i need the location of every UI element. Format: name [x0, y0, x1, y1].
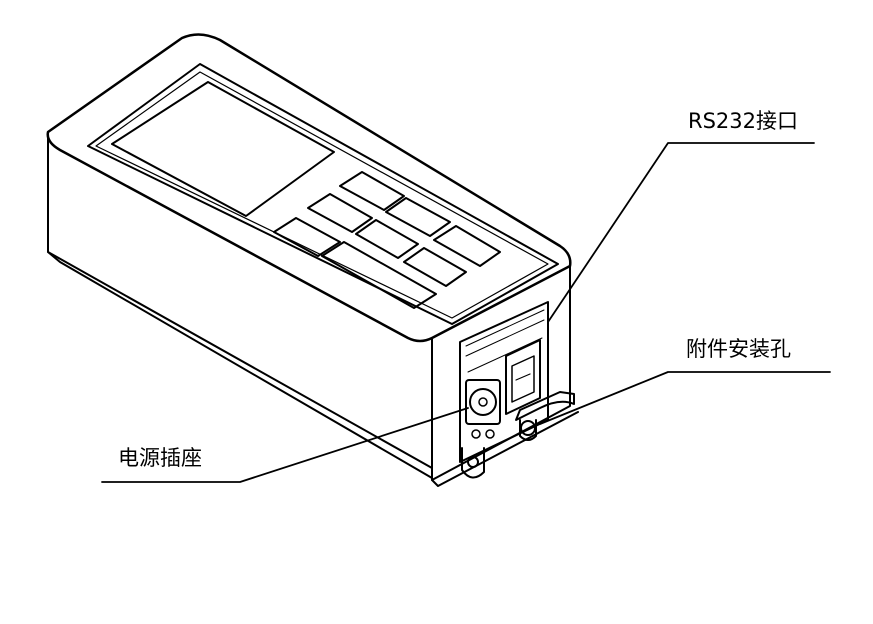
key — [339, 171, 405, 211]
key — [433, 225, 501, 267]
mount-hole-label: 附件安装孔 — [686, 337, 791, 361]
rs232-label: RS232接口 — [688, 109, 799, 133]
device-body — [46, 33, 579, 487]
key — [307, 193, 373, 233]
power-socket-label: 电源插座 — [118, 446, 202, 470]
key — [385, 197, 451, 237]
power-socket — [465, 379, 501, 425]
rs232-port — [505, 339, 541, 415]
mount-leader — [539, 371, 831, 425]
rs232-leader — [547, 142, 815, 323]
connector-panel — [459, 301, 549, 463]
key — [403, 247, 467, 287]
keypad — [273, 171, 501, 309]
key — [273, 217, 341, 257]
key — [355, 219, 419, 259]
screen — [87, 63, 559, 325]
mount-tabs — [461, 391, 575, 479]
key — [321, 241, 437, 309]
leader-lines — [101, 142, 831, 483]
power-leader — [101, 407, 469, 483]
